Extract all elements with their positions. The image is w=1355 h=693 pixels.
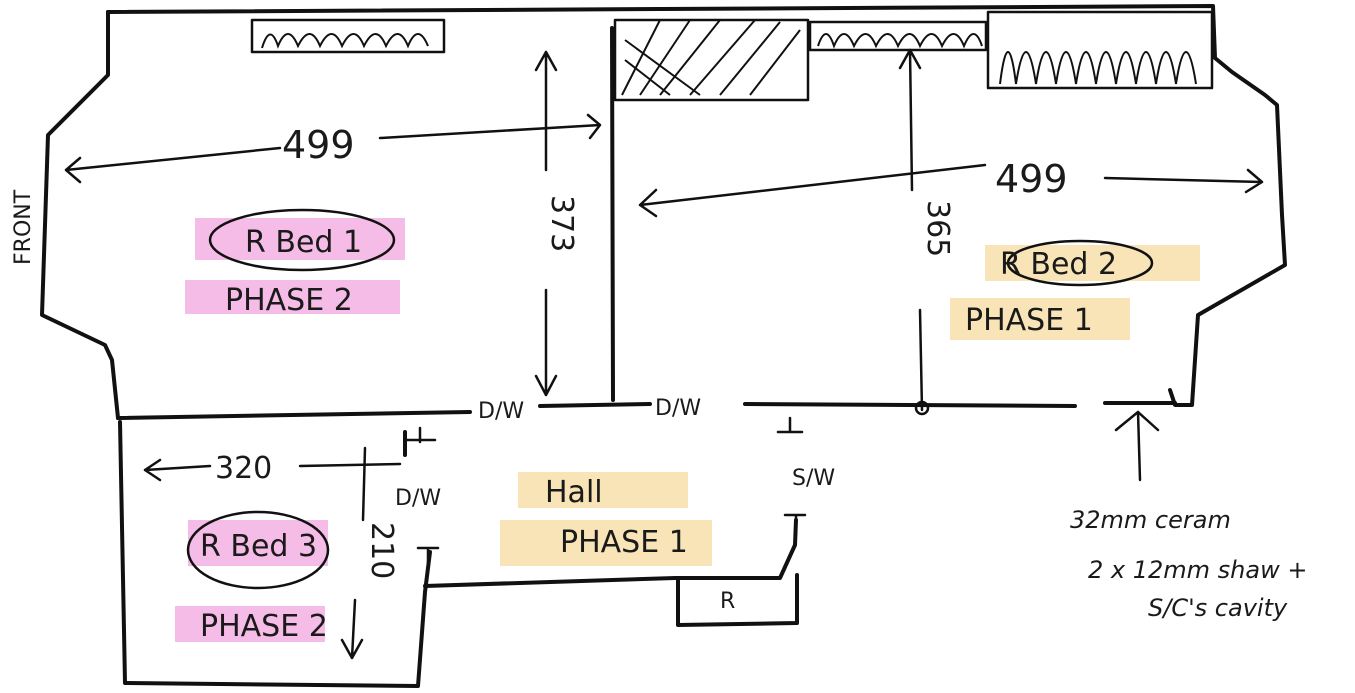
bed1-name-label: R Bed 1 <box>245 225 362 260</box>
bed1-name-circle <box>208 208 396 272</box>
bed3-width-label: 320 <box>215 451 272 486</box>
bed3-depth-label: 210 <box>364 522 399 579</box>
door-label-bed1: D/W <box>478 399 524 424</box>
hall-bottom-wall <box>423 518 798 588</box>
radiator-label: R <box>720 589 735 614</box>
bed3-name-label: R Bed 3 <box>200 529 317 564</box>
window-bed1 <box>250 18 446 54</box>
bed1-phase-highlight <box>185 280 400 314</box>
door-label-bed2: D/W <box>655 396 701 421</box>
hall-phase-label: PHASE 1 <box>560 525 688 560</box>
bed1-depth-arrow <box>534 50 558 397</box>
note-line-1: 32mm ceram <box>1070 506 1231 534</box>
bed1-depth-label: 373 <box>544 195 579 252</box>
bed2-name-circle <box>1006 239 1154 287</box>
bed3-name-highlight <box>188 520 328 566</box>
door-ticks <box>403 416 807 564</box>
bed1-width-arrow <box>64 113 602 184</box>
bed2-depth-arrow <box>898 48 924 412</box>
bed2-phase-label: PHASE 1 <box>965 303 1093 338</box>
door-label-bed3: D/W <box>395 486 441 511</box>
bed3-name-circle <box>186 510 330 590</box>
bed3-width-arrow <box>143 458 402 482</box>
window-bed2-mid <box>808 20 988 52</box>
bed2-depth-label: 365 <box>920 200 955 257</box>
bed1-bed2-partition <box>610 26 615 402</box>
hall-name-label: Hall <box>545 475 603 510</box>
hall-name-highlight <box>518 472 688 508</box>
radiator-box <box>676 573 799 627</box>
door-label-bath: S/W <box>792 466 835 491</box>
bed2-depth-end-mark <box>914 400 930 416</box>
front-label: FRONT <box>11 189 36 265</box>
bed3-phase-label: PHASE 2 <box>200 609 328 644</box>
bed3-outer-wall <box>118 420 432 688</box>
front-wall-left <box>40 10 120 420</box>
bed1-phase-label: PHASE 2 <box>225 283 353 318</box>
bed2-width-label: 499 <box>995 157 1068 201</box>
bed1-width-label: 499 <box>282 123 355 167</box>
bed2-width-arrow <box>638 163 1264 218</box>
bed3-phase-highlight <box>175 606 325 642</box>
bed3-depth-arrow <box>340 446 367 660</box>
hall-phase-highlight <box>500 520 712 566</box>
bed1-name-highlight <box>195 218 405 260</box>
note-pointer-arrow <box>1114 410 1160 482</box>
corridor-top-wall <box>116 401 1177 420</box>
note-line-2: 2 x 12mm shaw + <box>1088 556 1307 584</box>
window-bed2-right <box>986 10 1214 90</box>
note-line-3: S/C's cavity <box>1148 594 1288 622</box>
bed2-name-label: R Bed 2 <box>1000 247 1117 282</box>
window-bed2-left <box>613 18 810 102</box>
bed2-phase-highlight <box>950 298 1130 340</box>
upper-outer-wall <box>106 4 1287 407</box>
